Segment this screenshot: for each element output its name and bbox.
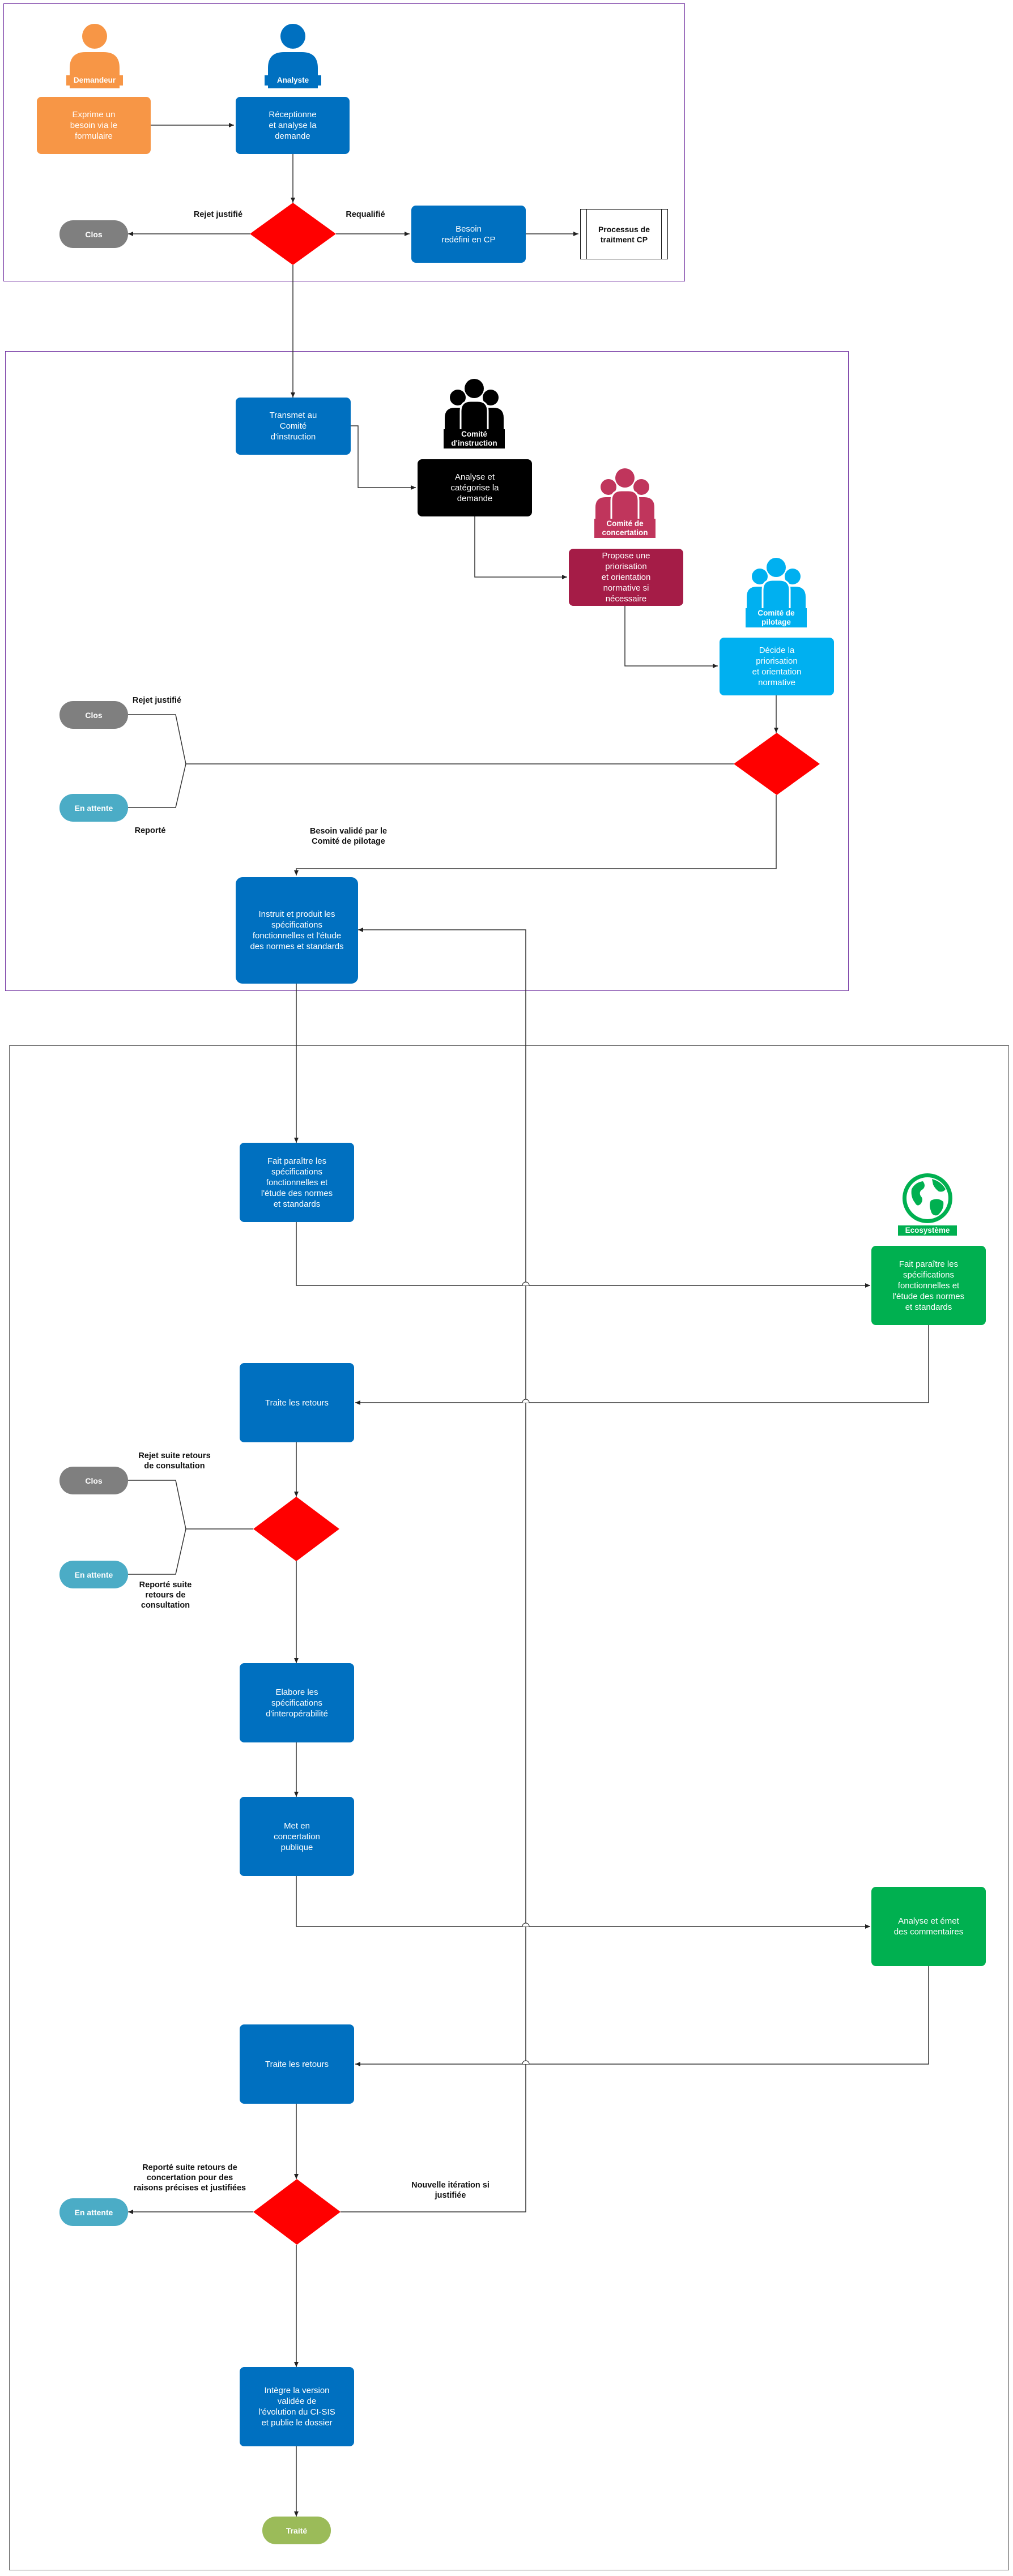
actor-label: Comité de pilotage [746,608,807,627]
edge-propose-decide [624,606,718,668]
actor-ecosysteme: Ecosystème [898,1172,957,1239]
edge-fork3-clos [128,1480,186,1530]
edge-label-reporte-suite: Reporté suite retours de consultation [139,1580,192,1610]
actor-label: Analyste [265,75,321,86]
edge-label-rejet-justifie: Rejet justifié [193,210,243,219]
decision-3 [253,1497,339,1561]
actor-label: Ecosystème [898,1225,957,1236]
actor-label: Comité d'instruction [444,429,505,448]
actor-comite-pilotage: Comité de pilotage [746,557,807,630]
step-traite-retours-1: Traite les retours [240,1363,354,1442]
step-decide: Décide la priorisation et orientation no… [720,638,834,695]
edge-label-nouvelle-iteration: Nouvelle itération si justifiée [411,2181,490,2200]
edge-loop-instruit [340,928,526,2212]
line-hop [522,1399,530,1403]
actor-demandeur: Demandeur [66,22,123,88]
edge-fork-attente [128,763,186,808]
decision-2 [734,733,820,795]
state-clos-3: Clos [59,1467,128,1494]
edge-label-rejet-suite: Rejet suite retours de consultation [138,1451,211,1471]
edge-fork3-attente [128,1528,186,1575]
state-en-attente-2: En attente [59,1561,128,1588]
state-en-attente-3: En attente [59,2198,128,2226]
line-hop [522,2060,530,2065]
line-hop [522,1923,530,1927]
group-icon [747,558,806,617]
edge-decision2-instruit [294,795,777,875]
step-fait-paraitre: Fait paraître les spécifications fonctio… [240,1143,354,1222]
state-clos-2: Clos [59,701,128,729]
edge-analyse-traite2 [355,1966,929,2066]
edge-analyse-propose [474,516,567,579]
globe-icon [903,1173,952,1223]
step-analyse-categorise: Analyse et catégorise la demande [418,459,532,516]
decision-1 [250,203,336,265]
step-eco-fait-paraitre: Fait paraître les spécifications fonctio… [871,1246,986,1325]
state-en-attente-1: En attente [59,794,128,822]
line-hop [522,1281,530,1286]
step-integre: Intègre la version validée de l'évolutio… [240,2367,354,2446]
edge-met-analyse [296,1876,870,1929]
edge-transmet-analyse [351,425,416,490]
step-traite-retours-2: Traite les retours [240,2024,354,2104]
actor-label: Comité de concertation [594,519,656,538]
edge-label-reporte-concertation: Reporté suite retours de concertation po… [133,2163,246,2193]
swimlane-qualification [3,3,685,281]
step-receptionne: Réceptionne et analyse la demande [236,97,350,154]
edge-label-rejet-justifie: Rejet justifié [132,696,182,705]
step-besoin-redefini: Besoin redéfini en CP [411,206,526,263]
state-traite: Traité [262,2517,331,2544]
step-exprime-besoin: Exprime un besoin via le formulaire [37,97,151,154]
actor-analyste: Analyste [265,22,321,88]
step-propose: Propose une priorisation et orientation … [569,549,683,606]
edge-label-requalifie: Requalifié [346,210,385,219]
step-transmet: Transmet au Comité d'instruction [236,398,351,455]
step-eco-analyse: Analyse et émet des commentaires [871,1887,986,1966]
swimlane-concertation [9,1045,1009,2570]
step-elabore: Elabore les spécifications d'interopérab… [240,1663,354,1742]
state-clos-1: Clos [59,220,128,248]
edge-faitparaitre-eco [296,1222,870,1288]
step-met-en-concertation: Met en concertation publique [240,1797,354,1876]
swimlane-gouvernance [5,351,849,991]
edge-label-besoin-valide: Besoin validé par le Comité de pilotage [309,827,388,846]
edge-fork-clos [128,714,186,764]
decision-4 [253,2179,340,2245]
actor-label: Demandeur [66,75,123,86]
actor-comite-instruction: Comité d'instruction [444,378,505,451]
step-instruit: Instruit et produit les spécifications f… [236,877,358,984]
step-processus-cp: Processus de traitment CP [580,209,668,259]
edge-eco-traite1 [355,1325,929,1405]
actor-comite-concertation: Comité de concertation [594,468,656,540]
edge-label-reporte: Reporté [134,826,166,835]
